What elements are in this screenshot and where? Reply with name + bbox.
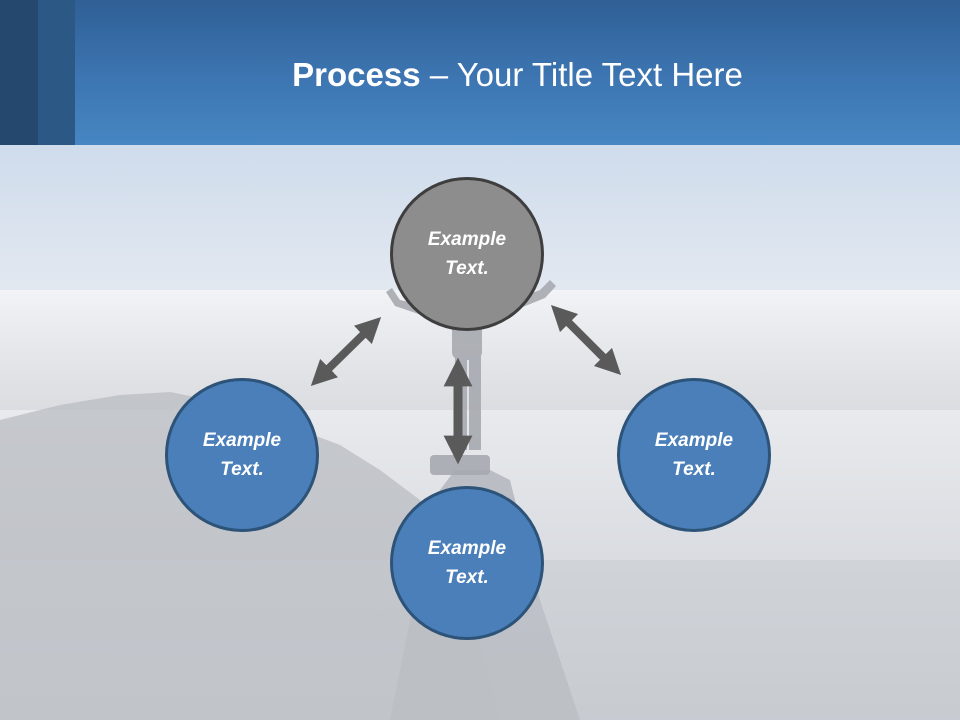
slide-title-rest: – Your Title Text Here xyxy=(420,56,743,93)
banner-accent-stripe-dark xyxy=(0,0,38,145)
right-node[interactable]: Example Text. xyxy=(617,378,771,532)
banner-accent-stripe xyxy=(38,0,75,145)
bottom-node-label: Example Text. xyxy=(427,538,507,588)
center-node-label: Example Text. xyxy=(427,229,507,279)
left-node-label: Example Text. xyxy=(202,430,282,480)
title-banner: Process – Your Title Text Here xyxy=(0,0,960,145)
slide-title: Process – Your Title Text Here xyxy=(75,52,960,98)
slide-title-bold: Process xyxy=(292,56,421,93)
left-node[interactable]: Example Text. xyxy=(165,378,319,532)
bottom-node[interactable]: Example Text. xyxy=(390,486,544,640)
center-node[interactable]: Example Text. xyxy=(390,177,544,331)
right-node-label: Example Text. xyxy=(654,430,734,480)
arrow-center-right xyxy=(550,304,622,376)
arrow-center-left xyxy=(310,317,382,386)
